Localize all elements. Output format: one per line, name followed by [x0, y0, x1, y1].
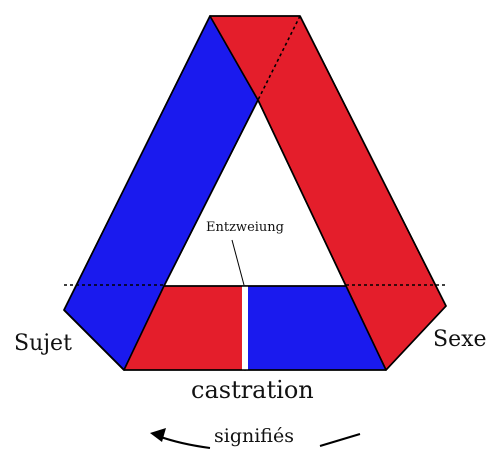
curved-arrow-left [158, 436, 210, 448]
entzweiung-pointer [232, 240, 244, 285]
entzweiung-gap [242, 286, 248, 370]
label-castration: castration [191, 378, 314, 402]
label-entzweiung: Entzweiung [206, 221, 284, 234]
label-sujet: Sujet [14, 333, 72, 355]
label-sexe: Sexe [433, 329, 487, 351]
label-signifies: signifiés [214, 427, 294, 446]
arrow-head-icon [150, 428, 166, 442]
curved-arrow-right [320, 434, 360, 446]
